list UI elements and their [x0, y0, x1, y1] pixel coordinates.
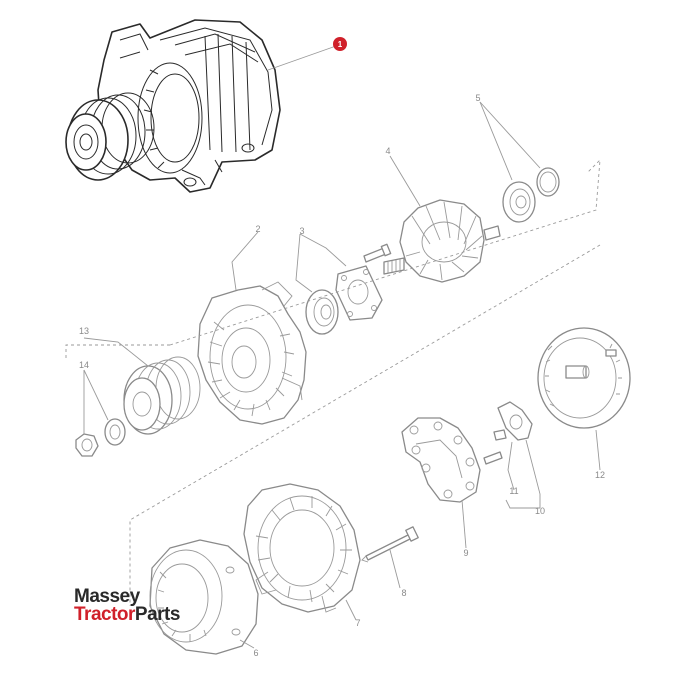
group-frames: [65, 158, 601, 606]
callout-9[interactable]: 9: [463, 548, 468, 558]
logo-tractor: Tractor: [74, 604, 135, 625]
logo-parts: Parts: [134, 604, 181, 625]
massey-tractor-parts-logo: Massey TractorParts: [74, 586, 181, 625]
pulley-nut-washer[interactable]: [75, 418, 126, 457]
callout-10[interactable]: 10: [535, 506, 545, 516]
callout-14[interactable]: 14: [79, 360, 89, 370]
callout-1[interactable]: 1: [338, 40, 343, 49]
callout-8[interactable]: 8: [401, 588, 406, 598]
pulley[interactable]: [123, 356, 201, 435]
callout-5[interactable]: 5: [475, 93, 480, 103]
callout-1-badge[interactable]: [333, 37, 347, 51]
callout-11[interactable]: 11: [509, 486, 518, 496]
bearing-retainer[interactable]: [305, 243, 392, 335]
through-bolt[interactable]: [361, 526, 419, 563]
rotor[interactable]: [383, 199, 501, 283]
regulator-brush-holder[interactable]: [483, 401, 533, 465]
callout-2[interactable]: 2: [255, 224, 260, 234]
logo-line-2: TractorParts: [74, 604, 181, 625]
front-housing[interactable]: [197, 281, 307, 425]
rear-cover[interactable]: [149, 539, 259, 655]
alternator-assembly[interactable]: [65, 19, 281, 193]
rear-bearing[interactable]: [502, 167, 560, 223]
callout-6[interactable]: 6: [253, 648, 258, 658]
callout-7[interactable]: 7: [355, 618, 360, 628]
callout-4[interactable]: 4: [385, 146, 390, 156]
callout-13[interactable]: 13: [79, 326, 89, 336]
rear-housing[interactable]: [243, 483, 361, 613]
callout-12[interactable]: 12: [595, 470, 605, 480]
stator[interactable]: [537, 327, 631, 429]
callout-3[interactable]: 3: [299, 226, 304, 236]
rectifier[interactable]: [401, 417, 481, 503]
callouts: 1 2 3 4 5 13 14 12 11 10 9 8 7 6: [79, 37, 605, 658]
logo-line-1: Massey: [74, 586, 140, 607]
leader-lines: [83, 45, 601, 649]
